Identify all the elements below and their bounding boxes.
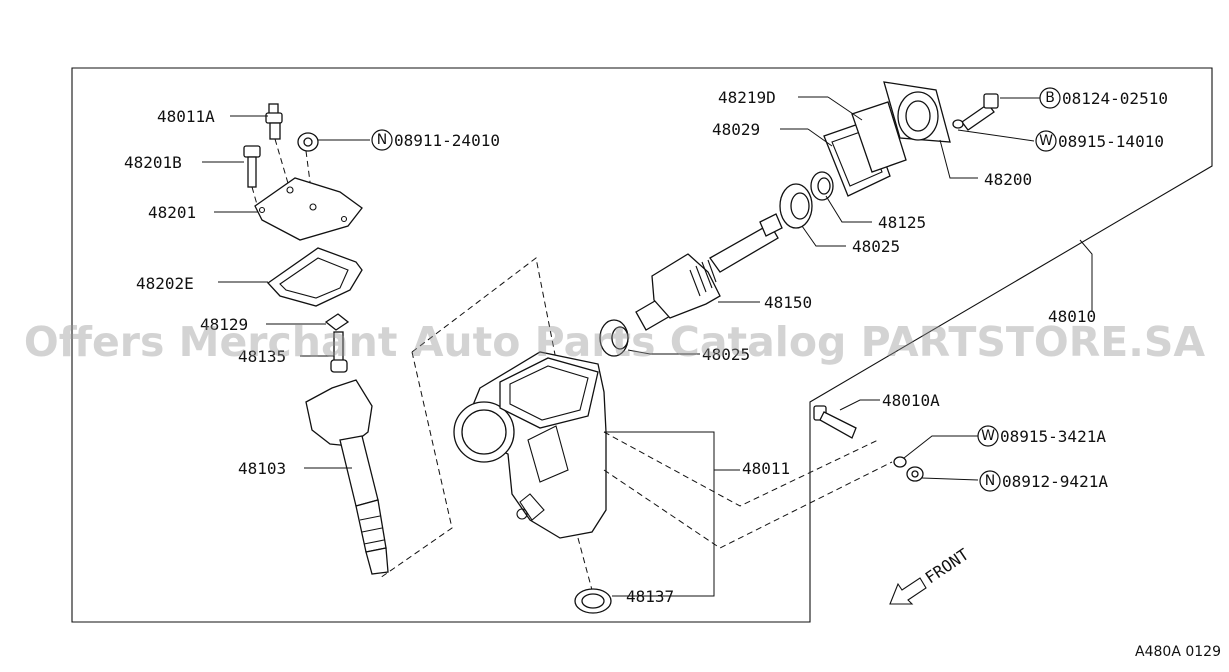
label-48103: 48103 (238, 459, 286, 478)
label-48201: 48201 (148, 203, 196, 222)
label-48025-upper: 48025 (852, 237, 900, 256)
cover-bolt-48011A (265, 103, 283, 140)
fastener-prefix: N (377, 132, 387, 148)
seal-48137 (574, 588, 612, 614)
label-48010A: 48010A (882, 391, 940, 410)
dash-bolt-1 (274, 138, 291, 191)
fastener-prefix: N (985, 473, 995, 489)
label-48125: 48125 (878, 213, 926, 232)
label-48200: 48200 (984, 170, 1032, 189)
label-48219D: 48219D (718, 88, 776, 107)
cover-nut (297, 132, 319, 152)
fastener-n-08912-9421A: N 08912-9421A (979, 470, 1108, 492)
label-48029: 48029 (712, 120, 760, 139)
dash-seal (577, 537, 593, 591)
fastener-w-08915-3421A: W 08915-3421A (977, 425, 1106, 447)
nut-08912-9421A (906, 466, 924, 482)
washer-08915-14010 (952, 119, 964, 129)
front-label: FRONT (922, 544, 973, 587)
label-48011A: 48011A (157, 107, 215, 126)
washer-48129 (324, 313, 350, 331)
cover-48200 (883, 81, 951, 143)
fastener-number: 08912-9421A (1002, 472, 1108, 491)
cover-48201 (254, 177, 363, 241)
bolt-08124 (961, 93, 999, 131)
diagram-code: A480A 0129 (1135, 644, 1221, 660)
leader-lines (202, 96, 1093, 597)
fastener-prefix: W (981, 428, 995, 444)
fastener-number: 08124-02510 (1062, 89, 1168, 108)
fastener-w-08915-14010: W 08915-14010 (1035, 130, 1164, 152)
bearing-48025-lower (599, 319, 629, 357)
dash-sector-box (379, 257, 561, 579)
plate-48219D (851, 101, 907, 173)
dash-mount-1 (603, 431, 879, 507)
bearing-48025-upper (779, 183, 813, 229)
fastener-n-08911-24010: N 08911-24010 (371, 129, 500, 151)
label-48010: 48010 (1048, 307, 1096, 326)
dash-bolt-2 (251, 186, 259, 209)
cover-bolt-48201B (243, 145, 261, 188)
fastener-number: 08915-14010 (1058, 132, 1164, 151)
frame-border (71, 67, 1213, 623)
adjust-screw-48135 (330, 331, 348, 373)
front-arrow-icon (889, 577, 927, 605)
washer-08915-3421A (893, 456, 907, 468)
label-48025-lower: 48025 (702, 345, 750, 364)
fastener-prefix: B (1045, 90, 1055, 106)
label-48201B: 48201B (124, 153, 182, 172)
sector-shaft-48103 (305, 379, 389, 575)
worm-shaft-48150 (635, 213, 783, 331)
fastener-number: 08915-3421A (1000, 427, 1106, 446)
gear-housing-48011 (453, 351, 607, 539)
label-48129: 48129 (200, 315, 248, 334)
label-48011: 48011 (742, 459, 790, 478)
label-48137: 48137 (626, 587, 674, 606)
fastener-prefix: W (1039, 133, 1053, 149)
bolt-48010A (813, 405, 857, 439)
seal-48125 (810, 171, 834, 201)
label-48135: 48135 (238, 347, 286, 366)
label-48202E: 48202E (136, 274, 194, 293)
label-48150: 48150 (764, 293, 812, 312)
fastener-b-08124-02510: B 08124-02510 (1039, 87, 1168, 109)
fastener-number: 08911-24010 (394, 131, 500, 150)
